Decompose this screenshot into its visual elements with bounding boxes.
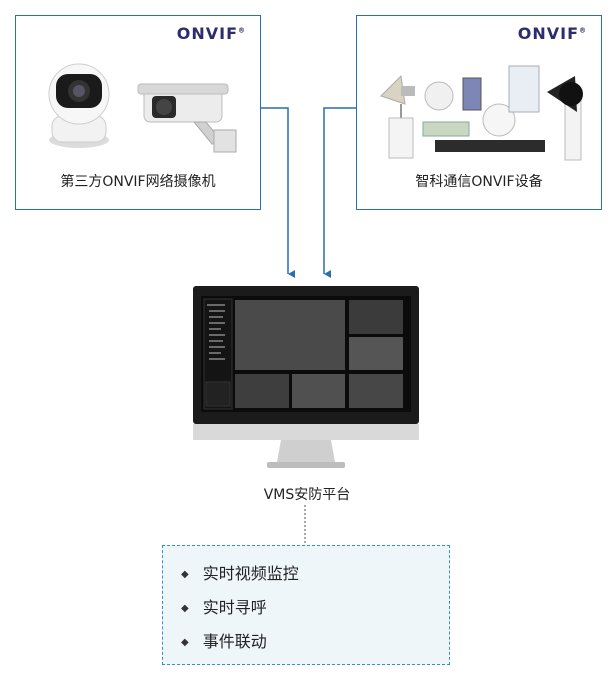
arrow-left-to-vms [261,108,288,274]
ball-speaker-icon [425,82,453,110]
onvif-logo: ONVIF® [177,24,246,43]
bullet-icon: ◆ [181,569,189,580]
camera-illustration [34,56,244,156]
arrow-right-to-vms [324,108,356,274]
onvif-logo: ONVIF® [518,24,587,43]
vms-monitor [193,286,419,474]
zk-devices-label: 智科通信ONVIF设备 [357,171,601,191]
wall-speaker-icon [389,118,413,158]
vms-platform-label: VMS安防平台 [0,484,614,504]
network-recorder-icon [435,140,545,152]
bullet-camera-icon [138,84,236,152]
feature-item: ◆实时寻呼 [181,594,267,618]
intercom-panel-icon [463,78,481,110]
third-party-camera-box: ONVIF® 第三方ONVIF网络摄像机 [15,15,261,210]
features-panel: ◆实时视频监控 ◆实时寻呼 ◆事件联动 [162,545,450,665]
devices-illustration [371,56,591,166]
bullet-icon: ◆ [181,637,189,648]
zk-devices-box: ONVIF® 智 [356,15,602,210]
bullet-icon: ◆ [181,603,189,614]
horn-speaker-icon [381,76,415,118]
io-module-icon [423,122,469,136]
feature-item: ◆实时视频监控 [181,560,299,584]
third-party-camera-label: 第三方ONVIF网络摄像机 [16,171,260,191]
dome-camera-icon [49,64,109,148]
feature-item: ◆事件联动 [181,628,267,652]
